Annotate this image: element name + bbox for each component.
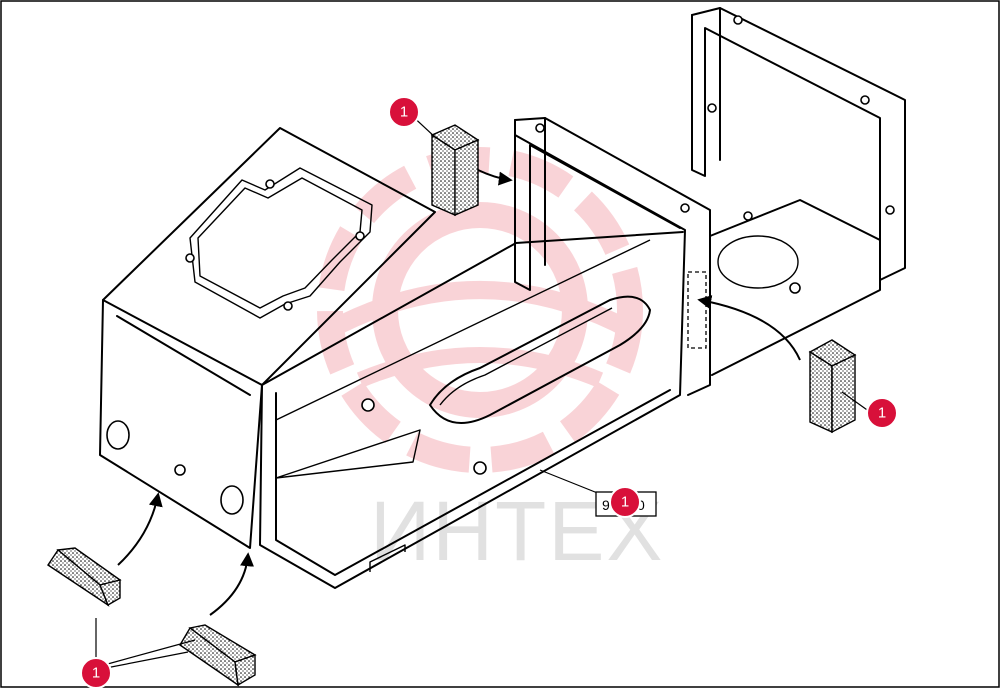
callout-marker: 1 (388, 96, 420, 128)
callout-marker: 1 (80, 657, 112, 688)
callout-marker: 1 (866, 397, 898, 429)
svg-text:1: 1 (92, 665, 100, 682)
svg-text:1: 1 (878, 405, 886, 422)
rubber-pad-bottom-middle (179, 624, 257, 687)
bracket-body (99, 7, 906, 589)
pad-location-dashed (687, 271, 707, 349)
rubber-pad-bottom-left (47, 547, 122, 607)
assembly-arrows (117, 169, 801, 616)
rubber-pad-top (430, 124, 480, 217)
callout-marker: 1 (609, 486, 641, 518)
svg-text:1: 1 (400, 104, 408, 121)
watermark-logo (317, 147, 643, 473)
svg-text:1: 1 (621, 494, 629, 511)
rubber-pad-right (808, 339, 857, 434)
